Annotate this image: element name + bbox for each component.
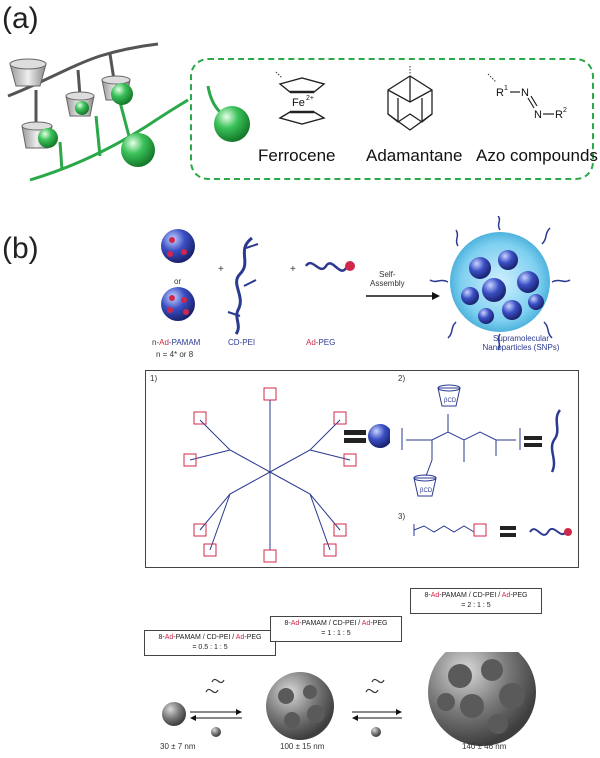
guest-molecules-box bbox=[190, 58, 594, 180]
adamantane-label: Adamantane bbox=[366, 146, 463, 165]
svg-text:1: 1 bbox=[504, 85, 508, 92]
svg-text:2+: 2+ bbox=[306, 95, 314, 102]
guest-sphere bbox=[111, 83, 133, 105]
panel-b-label: (b) bbox=[2, 232, 39, 265]
ferrocene-structure: Fe 2+ bbox=[275, 71, 326, 125]
snp-medium bbox=[266, 672, 334, 740]
svg-text:N: N bbox=[534, 109, 542, 121]
svg-text:R: R bbox=[555, 109, 563, 121]
size-label-3: 140 ± 46 nm bbox=[462, 742, 507, 751]
step-3-label: 3) bbox=[398, 512, 406, 521]
fe-label: Fe bbox=[292, 97, 305, 109]
ratio-box-1: 8-Ad-PAMAM / CD-PEI / Ad-PEG = 0.5 : 1 :… bbox=[144, 630, 276, 656]
assembly-scheme bbox=[161, 216, 571, 351]
step-2-label: 2) bbox=[398, 374, 406, 383]
guest-sphere bbox=[38, 128, 58, 148]
cd-pei-label: CD-PEI bbox=[228, 338, 256, 347]
svg-text:N: N bbox=[521, 87, 529, 99]
pamam-sphere bbox=[161, 287, 195, 321]
ad-peg-strand bbox=[304, 261, 348, 272]
azo-label: Azo compounds bbox=[476, 146, 598, 165]
host-guest-network-illustration bbox=[7, 42, 189, 182]
snp-label: Supramolecular Nanoparticles (SNPs) bbox=[482, 334, 560, 352]
dendrimer-structure bbox=[183, 387, 390, 563]
green-polymer-chain bbox=[29, 98, 189, 182]
svg-text:2: 2 bbox=[563, 107, 567, 114]
ratio-box-3: 8-Ad-PAMAM / CD-PEI / Ad-PEG = 2 : 1 : 5 bbox=[410, 588, 542, 614]
size-growth-diagram bbox=[162, 652, 536, 746]
cd-pei-strand bbox=[234, 236, 254, 335]
snp-small bbox=[162, 702, 186, 726]
size-label-2: 100 ± 15 nm bbox=[280, 742, 325, 751]
cd-pei-structure bbox=[401, 384, 562, 497]
pamam-label: n-Ad-PAMAM bbox=[152, 338, 201, 347]
ad-peg-structure bbox=[413, 523, 572, 537]
azo-structure: R 1 N N R 2 bbox=[487, 73, 567, 121]
cd-pei-strand bbox=[550, 409, 562, 473]
ratio-box-2: 8-Ad-PAMAM / CD-PEI / Ad-PEG = 1 : 1 : 5 bbox=[270, 616, 402, 642]
pamam-n-label: n = 4* or 8 bbox=[156, 350, 194, 359]
bcd-label: βCD bbox=[420, 488, 433, 494]
pamam-sphere bbox=[368, 424, 390, 448]
structure-inset-box bbox=[145, 370, 579, 568]
step-1-label: 1) bbox=[150, 374, 158, 383]
cyclodextrin-cup bbox=[9, 58, 47, 87]
svg-text:R: R bbox=[496, 87, 504, 99]
adamantane-structure bbox=[387, 66, 433, 131]
bcd-label: βCD bbox=[444, 398, 457, 404]
ad-peg-label: Ad-PEG bbox=[306, 338, 336, 347]
guest-sphere bbox=[75, 101, 89, 115]
size-label-1: 30 ± 7 nm bbox=[160, 742, 196, 751]
ferrocene-label: Ferrocene bbox=[258, 146, 336, 165]
self-assembly-label: Self- Assembly bbox=[370, 270, 405, 288]
guest-sphere bbox=[121, 133, 155, 167]
pamam-sphere bbox=[161, 229, 195, 263]
plus-sign: + bbox=[290, 264, 296, 275]
ad-peg-strand bbox=[529, 527, 567, 536]
panel-a-label: (a) bbox=[2, 2, 39, 35]
or-label: or bbox=[174, 277, 182, 286]
guest-sphere-icon bbox=[206, 85, 250, 142]
plus-sign: + bbox=[218, 264, 224, 275]
